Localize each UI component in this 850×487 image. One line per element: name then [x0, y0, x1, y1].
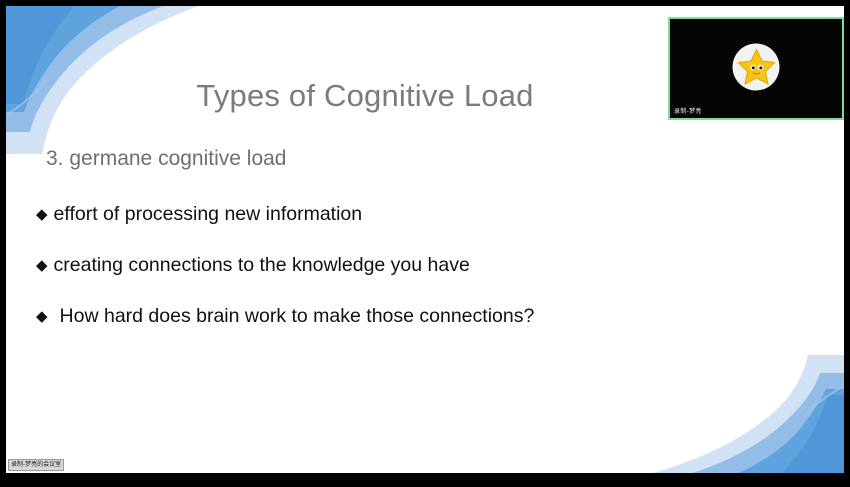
slide-title: Types of Cognitive Load: [196, 78, 534, 113]
participant-video-tile[interactable]: 录制-梦亮: [668, 17, 844, 120]
diamond-bullet-icon: ◆: [36, 257, 48, 274]
decorative-blob-bottom-right: [636, 355, 844, 473]
bullet-list: ◆ effort of processing new information ◆…: [36, 203, 736, 356]
diamond-bullet-icon: ◆: [36, 308, 48, 325]
slide-subtitle: 3. germane cognitive load: [46, 147, 287, 170]
recording-watermark: 录制-梦亮的会议室: [8, 459, 65, 471]
bullet-text: creating connections to the knowledge yo…: [53, 254, 470, 276]
star-avatar-icon: [736, 48, 776, 85]
bullet-item: ◆ creating connections to the knowledge …: [36, 254, 736, 277]
bullet-text: effort of processing new information: [53, 203, 363, 225]
bullet-text: How hard does brain work to make those c…: [59, 305, 535, 327]
presentation-slide: Types of Cognitive Load 3. germane cogni…: [6, 6, 844, 473]
avatar: [732, 43, 780, 91]
diamond-bullet-icon: ◆: [36, 206, 48, 223]
bullet-item: ◆ How hard does brain work to make those…: [36, 305, 736, 328]
bullet-item: ◆ effort of processing new information: [36, 203, 736, 226]
participant-name-label: 录制-梦亮: [674, 108, 702, 115]
